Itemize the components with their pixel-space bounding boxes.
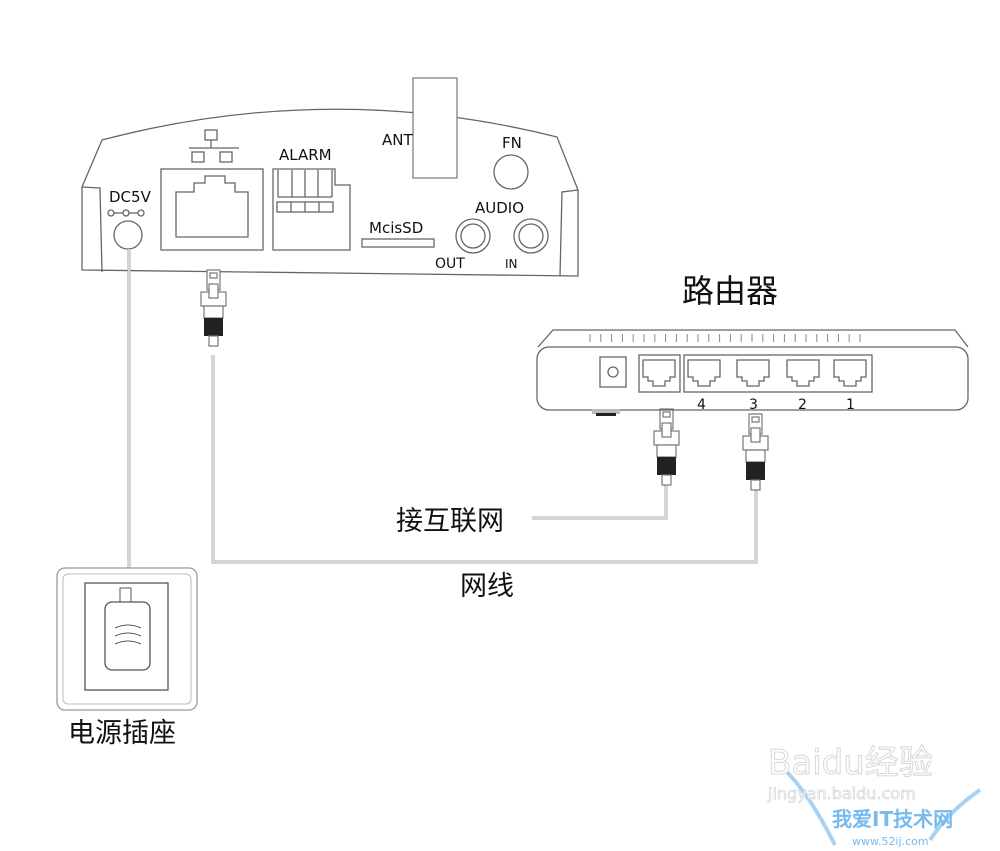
- network-icon: [189, 129, 239, 163]
- fn-label: FN: [502, 134, 522, 152]
- internet-cable: [532, 484, 668, 520]
- audio-in-label: IN: [505, 257, 518, 271]
- camera-ethernet-port: [160, 168, 264, 251]
- rj45-plug-router-lan3: [742, 413, 769, 491]
- site-url-watermark: www.52ij.com: [852, 835, 929, 848]
- router-device: 4 3 2 1: [536, 329, 969, 416]
- alarm-terminal: [272, 168, 351, 251]
- rj45-plug-camera: [200, 269, 227, 347]
- baidu-watermark: Baidu经验: [768, 743, 933, 783]
- watermark: Baidu经验 jingyan.baidu.com 我爱IT技术网 www.52…: [767, 743, 982, 848]
- router-power-button: [599, 356, 627, 388]
- power-plug: [104, 601, 151, 671]
- router-lan-ports: [683, 354, 873, 393]
- port-label-4: 4: [697, 397, 706, 413]
- fn-button: [493, 154, 529, 190]
- outlet-label: 电源插座: [68, 718, 176, 749]
- antenna: [412, 77, 458, 179]
- audio-out-jack: [455, 218, 491, 254]
- site-watermark: 我爱IT技术网: [832, 807, 953, 831]
- cable-label: 网线: [460, 571, 514, 602]
- sd-slot: [361, 238, 435, 248]
- rj45-plug-router-wan: [653, 408, 680, 486]
- internet-label: 接互联网: [396, 506, 504, 537]
- cables: [127, 249, 758, 590]
- audio-in-jack: [513, 218, 549, 254]
- dc-polarity-icon: [107, 209, 145, 217]
- router-wan-port: [638, 354, 681, 393]
- power-outlet: [56, 567, 198, 711]
- audio-label: AUDIO: [475, 199, 524, 217]
- dc-label: DC5V: [109, 188, 152, 206]
- camera-device: ANT ALARM McisSD FN AUDIO OUT IN D: [81, 77, 579, 277]
- ethernet-jack: [687, 359, 721, 387]
- ethernet-jack: [786, 359, 820, 387]
- port-label-2: 2: [798, 397, 807, 413]
- port-label-1: 1: [846, 397, 855, 413]
- router-title: 路由器: [682, 272, 778, 310]
- audio-out-label: OUT: [435, 256, 465, 272]
- ethernet-jack: [736, 359, 770, 387]
- sd-label: McisSD: [369, 219, 423, 237]
- alarm-label: ALARM: [279, 146, 332, 164]
- dc-power-jack: [113, 220, 143, 250]
- baidu-watermark-sub: jingyan.baidu.com: [767, 784, 916, 803]
- ant-label: ANT: [382, 131, 413, 149]
- ethernet-jack: [642, 359, 676, 387]
- ethernet-jack: [833, 359, 867, 387]
- port-label-3: 3: [749, 397, 758, 413]
